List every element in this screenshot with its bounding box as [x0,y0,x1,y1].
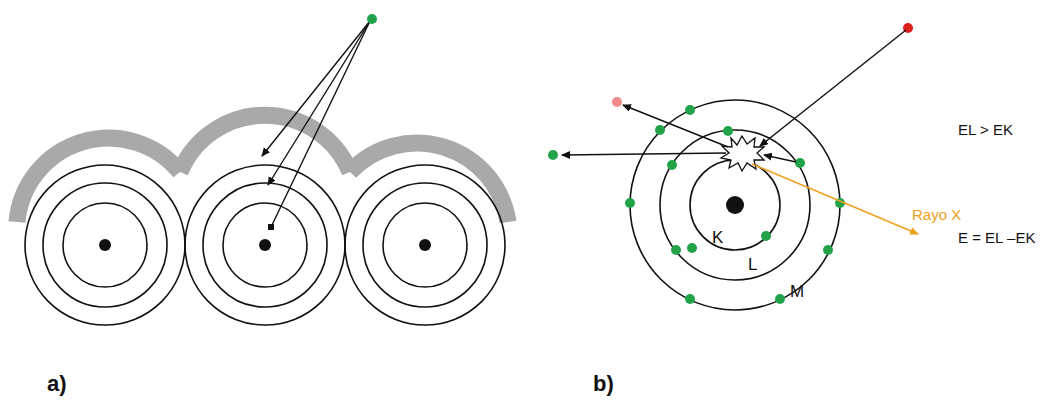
electron-paths [262,21,370,225]
electrons [548,105,845,304]
x-ray-label: Rayo X [912,207,961,224]
stop-mark [268,224,274,230]
shell-label: M [790,283,804,302]
panel-label: a) [47,372,67,396]
energy-relation: EL > EK [958,122,1013,139]
nucleus [99,239,431,251]
atom-shells [25,165,505,325]
panel-label: b) [593,372,614,396]
x-ray-arrow [752,164,918,234]
shell-label: K [712,229,723,248]
shell-label: L [748,256,757,275]
electron [367,14,377,24]
electron-paths [562,30,906,162]
atom-shells [630,100,840,310]
energy-formula: E = EL –EK [958,230,1035,247]
scattered-electron [612,97,622,107]
nucleus [726,196,744,214]
